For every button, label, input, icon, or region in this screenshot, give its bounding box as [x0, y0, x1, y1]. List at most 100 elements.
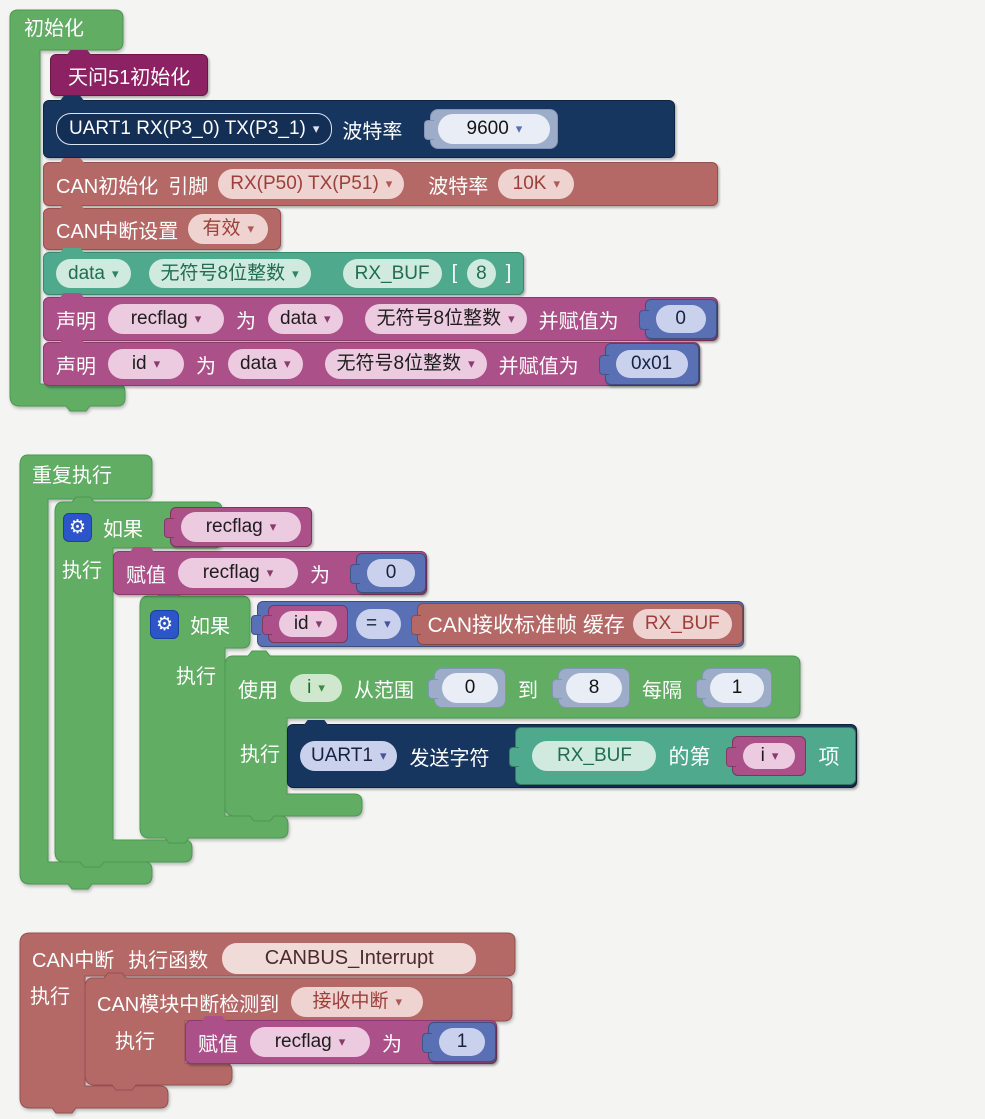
uart-init-block[interactable]: UART1 RX(P3_0) TX(P3_1) ▾ 波特率 9600 ▾: [43, 100, 675, 158]
var-value: recflag: [205, 516, 263, 538]
number-field[interactable]: 0x01: [615, 350, 688, 378]
if-block-inner[interactable]: [139, 590, 289, 844]
var-value: id: [293, 613, 309, 635]
assign-as-label: 为: [382, 1033, 402, 1056]
tianwen51-init-block[interactable]: 天问51初始化: [50, 54, 209, 96]
var-type-dropdown[interactable]: 无符号8位整数 ▾: [364, 304, 527, 334]
var-name-value: id: [131, 353, 147, 375]
can-interrupt-value: 有效: [202, 218, 241, 240]
can-receive-label: CAN接收标准帧 缓存: [427, 614, 625, 637]
for-to-shadow[interactable]: 8: [552, 668, 630, 708]
assign-to-label: 并赋值为: [538, 310, 619, 333]
init-title: 初始化: [24, 18, 84, 40]
uart-baud-dropdown[interactable]: 9600 ▾: [438, 114, 551, 144]
array-name-value: RX_BUF: [557, 745, 632, 767]
repeat-container-block[interactable]: [19, 454, 153, 890]
init-container-block[interactable]: [9, 9, 126, 412]
can-pin-dropdown[interactable]: RX(P50) TX(P51) ▾: [218, 169, 405, 199]
interrupt-type-dropdown[interactable]: 接收中断 ▾: [291, 987, 424, 1017]
index-var-block[interactable]: i ▾: [726, 736, 807, 776]
array-type-value: 无符号8位整数: [160, 262, 286, 284]
declare-recflag-block[interactable]: 声明 recflag ▾ 为 data ▾ 无符号8位整数 ▾ 并赋值为 0: [43, 297, 718, 341]
var-scope-dropdown[interactable]: data ▾: [268, 304, 343, 334]
number-field[interactable]: 0: [442, 673, 498, 703]
assign-to-label: 并赋值为: [498, 355, 579, 378]
chevron-down-icon: ▾: [266, 565, 274, 581]
do-label: 执行: [115, 1031, 155, 1053]
for-step-shadow[interactable]: 1: [696, 668, 772, 708]
repeat-title: 重复执行: [32, 465, 112, 487]
isr-fn-name-field[interactable]: CANBUS_Interrupt: [222, 942, 477, 974]
array-name-field[interactable]: RX_BUF: [532, 741, 657, 771]
can-pin-value: RX(P50) TX(P51): [230, 173, 379, 195]
value-block-0[interactable]: 0: [638, 299, 717, 339]
can-init-block[interactable]: CAN初始化 引脚 RX(P50) TX(P51) ▾ 波特率 10K ▾: [43, 162, 718, 206]
can-interrupt-set-block[interactable]: CAN中断设置 有效 ▾: [43, 208, 282, 250]
declare-id-block[interactable]: 声明 id ▾ 为 data ▾ 无符号8位整数 ▾ 并赋值为 0x01: [43, 342, 700, 386]
uart-port-dropdown[interactable]: UART1 ▾: [300, 741, 398, 771]
var-name-value: recflag: [130, 308, 188, 330]
var-name-dropdown[interactable]: recflag ▾: [108, 304, 224, 334]
if-keyword: 如果: [103, 518, 143, 541]
for-loop-block[interactable]: [224, 650, 801, 822]
value-block-0[interactable]: 0: [350, 553, 426, 593]
number-field[interactable]: 8: [566, 673, 622, 703]
chevron-down-icon: ▾: [153, 356, 161, 372]
can-receive-frame-block[interactable]: CAN接收标准帧 缓存 RX_BUF: [410, 603, 743, 645]
array-name-value: RX_BUF: [354, 262, 430, 284]
compare-left-block[interactable]: id ▾: [262, 605, 348, 643]
array-size-field[interactable]: 8: [467, 258, 496, 289]
chevron-down-icon: ▾: [771, 748, 779, 764]
number-field[interactable]: 0: [655, 305, 706, 333]
item-label: 项: [818, 746, 840, 769]
uart-port-dropdown[interactable]: UART1 RX(P3_0) TX(P3_1) ▾: [56, 113, 333, 145]
uart-baud-shadow-block[interactable]: 9600 ▾: [424, 109, 559, 149]
var-type-value: 无符号8位整数: [336, 353, 462, 375]
array-type-dropdown[interactable]: 无符号8位整数 ▾: [148, 258, 311, 289]
operator-dropdown[interactable]: = ▾: [356, 609, 401, 639]
number-value: 8: [588, 677, 600, 699]
for-to-label: 到: [518, 679, 538, 702]
assign-recflag-0-block[interactable]: 赋值 recflag ▾ 为 0: [113, 551, 427, 595]
compare-block[interactable]: id ▾ = ▾ CAN接收标准帧 缓存 RX_BUF: [251, 601, 744, 647]
value-block-1[interactable]: 1: [422, 1022, 496, 1062]
var-dropdown[interactable]: recflag ▾: [250, 1027, 370, 1057]
can-interrupt-dropdown[interactable]: 有效 ▾: [188, 214, 269, 244]
var-dropdown[interactable]: id ▾: [279, 611, 337, 637]
var-type-value: 无符号8位整数: [376, 308, 502, 330]
var-dropdown[interactable]: i ▾: [743, 743, 796, 769]
number-field[interactable]: 1: [439, 1028, 485, 1056]
value-block-0x01[interactable]: 0x01: [598, 343, 699, 385]
number-field[interactable]: 0: [367, 559, 415, 587]
uart-send-block[interactable]: UART1 ▾ 发送字符 RX_BUF 的第 i ▾ 项: [287, 724, 858, 788]
gear-icon[interactable]: ⚙: [150, 609, 179, 639]
array-scope-value: data: [68, 262, 105, 284]
for-use-label: 使用: [238, 679, 278, 702]
if-inner-header: ⚙ 如果 id ▾ = ▾ CAN接收标准帧 缓存 RX_BUF: [150, 601, 744, 647]
var-dropdown[interactable]: recflag ▾: [181, 512, 301, 542]
array-name-field[interactable]: RX_BUF: [342, 258, 442, 289]
condition-recflag-block[interactable]: recflag ▾: [164, 507, 312, 547]
var-scope-dropdown[interactable]: data ▾: [228, 349, 303, 379]
var-type-dropdown[interactable]: 无符号8位整数 ▾: [324, 349, 487, 379]
buffer-field[interactable]: RX_BUF: [632, 609, 732, 639]
array-size-value: 8: [476, 262, 487, 284]
can-baud-dropdown[interactable]: 10K ▾: [498, 169, 575, 199]
number-field[interactable]: 1: [710, 673, 764, 703]
loop-var-dropdown[interactable]: i ▾: [290, 674, 342, 702]
assign-recflag-1-block[interactable]: 赋值 recflag ▾ 为 1: [185, 1020, 497, 1064]
array-item-block[interactable]: RX_BUF 的第 i ▾ 项: [509, 727, 857, 785]
array-declare-block[interactable]: data ▾ 无符号8位整数 ▾ RX_BUF [ 8 ]: [43, 252, 525, 295]
can-baud-value: 10K: [512, 173, 547, 195]
for-from-shadow[interactable]: 0: [428, 668, 506, 708]
chevron-down-icon: ▾: [515, 121, 523, 137]
var-dropdown[interactable]: recflag ▾: [178, 558, 298, 588]
var-name-dropdown[interactable]: id ▾: [108, 349, 184, 379]
chevron-down-icon: ▾: [323, 311, 331, 327]
assign-as-label: 为: [310, 564, 330, 587]
bracket-close: ]: [505, 262, 512, 284]
chevron-down-icon: ▾: [194, 311, 202, 327]
array-scope-dropdown[interactable]: data ▾: [56, 258, 131, 289]
gear-icon[interactable]: ⚙: [63, 512, 92, 542]
